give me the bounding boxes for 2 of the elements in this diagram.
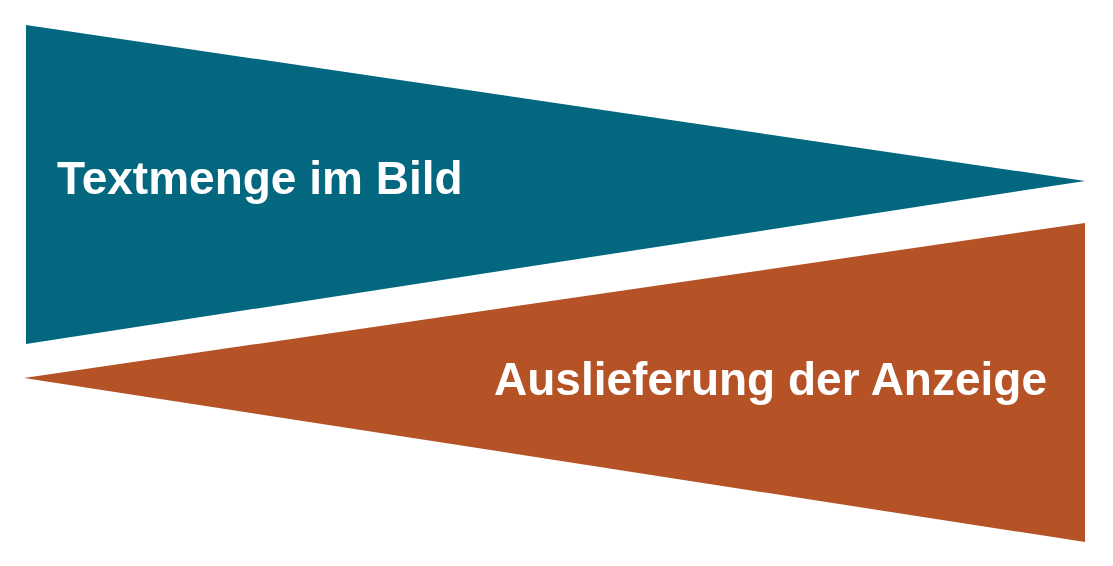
banner-label: Auslieferung der Anzeige <box>494 354 1047 405</box>
banner-label: Textmenge im Bild <box>57 153 463 204</box>
